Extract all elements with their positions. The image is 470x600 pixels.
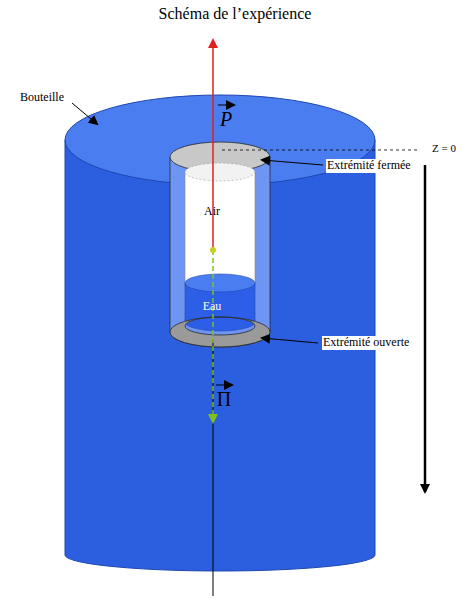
- vector-label: Π: [217, 388, 231, 410]
- part-label: Extrémité ouverte: [322, 336, 410, 349]
- air-column: [185, 172, 255, 290]
- leader-line: [262, 338, 318, 343]
- bottle-body: [65, 140, 375, 571]
- part-label: Bouteille: [20, 91, 64, 104]
- reference-line: [222, 150, 420, 151]
- vector-arrow: [218, 105, 234, 106]
- buoyancy-vector: [212, 250, 214, 422]
- vector-arrow: [216, 385, 232, 386]
- z-axis: [424, 165, 427, 492]
- vector-label: P: [220, 108, 232, 130]
- open-end: [170, 317, 270, 347]
- part-label: Extrémité fermée: [326, 159, 412, 172]
- diagram-title: Schéma de l’expérience: [159, 5, 312, 23]
- reference-label: Z = 0: [432, 142, 456, 154]
- weight-vector: [212, 40, 214, 250]
- region-label: Air: [204, 205, 220, 218]
- leader-line: [72, 103, 97, 124]
- air-top: [185, 163, 255, 181]
- leader-line: [262, 160, 323, 165]
- water-surface: [185, 274, 255, 292]
- region-label: Eau: [203, 300, 222, 313]
- center-point: [210, 247, 216, 253]
- tube-wall: [170, 157, 270, 347]
